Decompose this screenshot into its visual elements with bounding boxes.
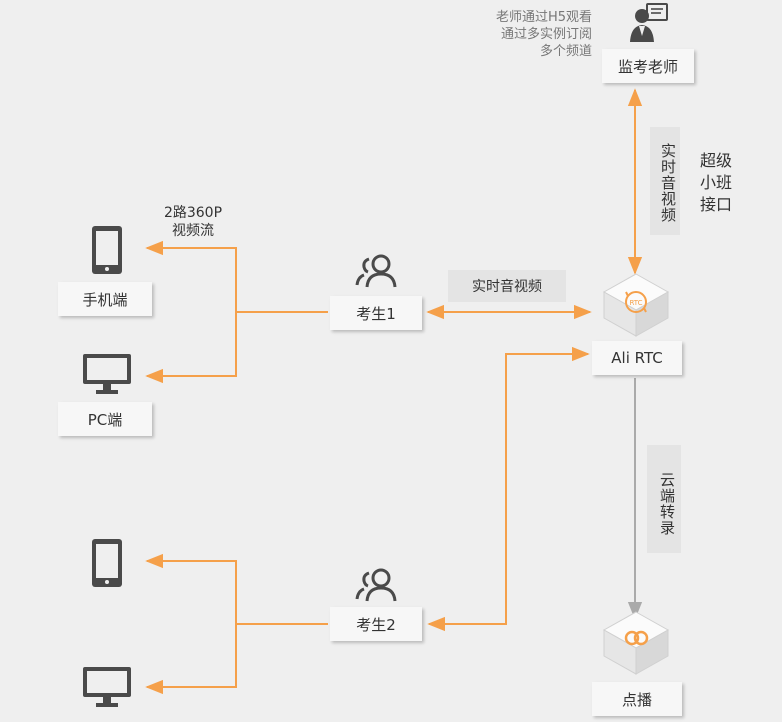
- monitor-icon: [83, 354, 131, 394]
- teacher-note-line2: 通过多实例订阅: [500, 27, 592, 42]
- stream-note-line2: 视频流: [172, 223, 214, 239]
- arrow-student2-to-pc: [145, 624, 237, 695]
- alirtc-node-label: Ali RTC: [611, 349, 663, 367]
- phone-icon: [92, 226, 122, 274]
- arrow-student1-to-phone: [145, 240, 237, 312]
- stream-note-line1: 2路360P: [163, 205, 223, 221]
- rtc-av-vertical-label: 实时音视频: [659, 143, 677, 223]
- cloud-transcode-label-bg: [647, 445, 681, 553]
- arrow-student2-to-phone: [145, 553, 237, 624]
- alirtc-node: Ali RTC: [592, 341, 682, 375]
- student2-node-label: 考生2: [356, 615, 396, 634]
- rtc-av-vertical-label-bg: [650, 127, 680, 235]
- vod-node-label: 点播: [621, 690, 652, 709]
- student1-node-label: 考生1: [356, 304, 396, 323]
- monitor-icon: [83, 667, 131, 707]
- teacher-node: 监考老师: [602, 49, 694, 83]
- cloud-transcode-label: 云端转录: [658, 472, 676, 536]
- teacher-note: 老师通过H5观看 通过多实例订阅 多个频道: [440, 9, 592, 60]
- teacher-icon: [630, 3, 668, 42]
- super-class-api-label: 超级小班接口: [699, 151, 732, 214]
- teacher-node-label: 监考老师: [617, 57, 678, 76]
- phone-node-1: 手机端: [58, 282, 152, 316]
- phone-node-1-label: 手机端: [82, 290, 128, 309]
- teacher-note-line3: 多个频道: [539, 44, 592, 59]
- cube-rtc-icon: RTC: [602, 273, 670, 337]
- rtc-av-horizontal-label-bg: 实时音视频: [448, 270, 566, 302]
- stream-note: 2路360P 视频流: [148, 204, 238, 240]
- users-icon: [355, 254, 397, 288]
- student1-node: 考生1: [330, 296, 422, 330]
- vod-node: 点播: [592, 682, 682, 716]
- rtc-badge-text: RTC: [629, 299, 642, 307]
- arrow-student1-to-pc: [145, 312, 237, 384]
- users-icon: [355, 568, 397, 602]
- pc-node-1: PC端: [58, 402, 152, 436]
- teacher-note-line1: 老师通过H5观看: [495, 10, 592, 25]
- pc-node-1-label: PC端: [87, 410, 123, 429]
- phone-icon: [92, 539, 122, 587]
- rtc-av-horizontal-label: 实时音视频: [472, 279, 542, 295]
- student2-node: 考生2: [330, 607, 422, 641]
- cube-vod-icon: [602, 611, 670, 675]
- arrow-rtc-to-student2: [427, 346, 590, 632]
